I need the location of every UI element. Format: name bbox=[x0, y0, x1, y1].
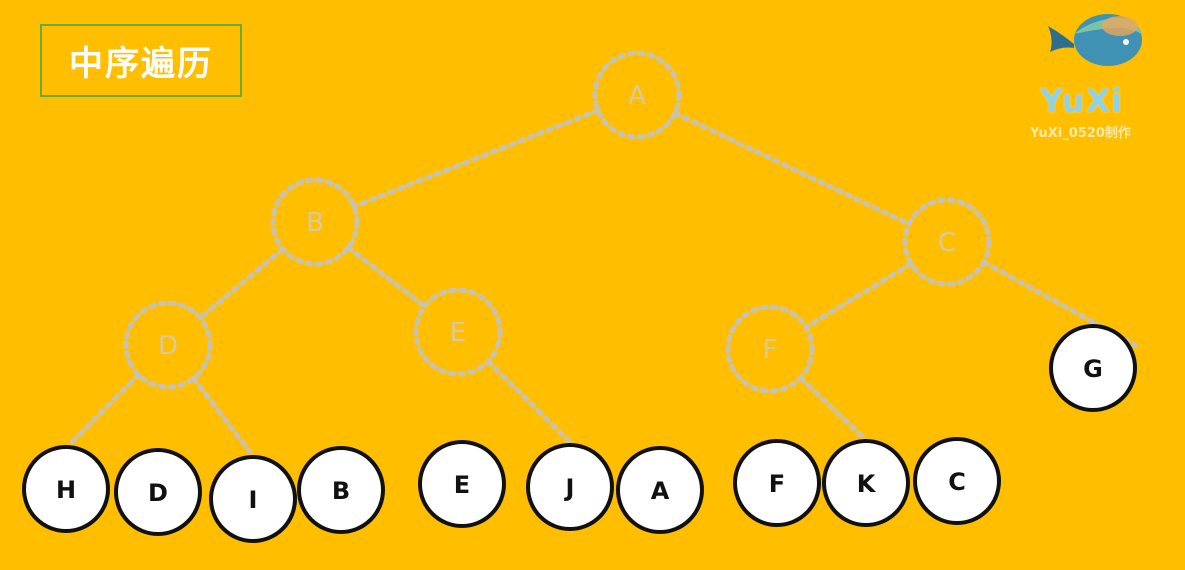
tree-node-label: E bbox=[450, 318, 466, 348]
visited-node-label: J bbox=[564, 474, 575, 502]
tree-node-label: A bbox=[628, 81, 646, 111]
visited-node-label: C bbox=[948, 468, 966, 496]
edge-C-F bbox=[803, 261, 914, 330]
visited-node-label: A bbox=[651, 477, 670, 505]
tree-node-label: F bbox=[763, 335, 778, 365]
tree-nodes: A B C D E F bbox=[123, 50, 992, 394]
tree-node-D: D bbox=[123, 300, 213, 390]
edge-F-K bbox=[797, 375, 869, 443]
tree-node-label: D bbox=[158, 331, 178, 361]
edge-E-J bbox=[485, 358, 573, 445]
visited-node-label: I bbox=[249, 486, 258, 514]
edge-A-C bbox=[672, 110, 912, 227]
tree-node-A: A bbox=[592, 50, 682, 140]
visited-node-K: K bbox=[822, 439, 910, 527]
edge-B-D bbox=[197, 246, 286, 321]
tree-node-label: B bbox=[306, 208, 324, 238]
edge-D-H bbox=[69, 372, 141, 445]
visited-node-E: E bbox=[418, 440, 506, 528]
edge-A-B bbox=[351, 107, 601, 210]
visited-node-label: E bbox=[454, 471, 470, 499]
tree-node-E: E bbox=[413, 287, 503, 377]
visited-node-A: A bbox=[616, 446, 704, 534]
visited-node-label: F bbox=[769, 470, 785, 498]
visited-node-J: J bbox=[526, 443, 614, 531]
visited-node-C: C bbox=[913, 437, 1001, 525]
current-node-G: G bbox=[1049, 324, 1137, 412]
tree-node-F: F bbox=[725, 304, 815, 394]
edge-D-I bbox=[191, 375, 253, 455]
whale-logo-icon bbox=[1048, 14, 1142, 66]
visited-node-label: K bbox=[857, 470, 877, 498]
tree-node-label: C bbox=[938, 228, 956, 258]
visited-node-H: H bbox=[22, 445, 110, 533]
logo-credit: YuXi_0520制作 bbox=[1030, 126, 1131, 141]
tree-node-C: C bbox=[902, 197, 992, 287]
visited-node-label: B bbox=[332, 477, 350, 505]
tree-node-B: B bbox=[270, 177, 360, 267]
tree-edges bbox=[69, 107, 1138, 455]
visited-node-B: B bbox=[297, 446, 385, 534]
visited-node-D: D bbox=[114, 448, 202, 536]
inorder-result-row: H D I B E J A F K C G bbox=[22, 324, 1137, 543]
page-title: 中序遍历 bbox=[40, 24, 242, 97]
visited-node-label: G bbox=[1083, 355, 1103, 383]
logo-brand-name: YuXi bbox=[1040, 82, 1124, 120]
visited-node-label: D bbox=[148, 479, 168, 507]
visited-node-label: H bbox=[56, 476, 76, 504]
visited-node-I: I bbox=[209, 455, 297, 543]
visited-node-F: F bbox=[733, 439, 821, 527]
edge-B-E bbox=[345, 245, 428, 309]
